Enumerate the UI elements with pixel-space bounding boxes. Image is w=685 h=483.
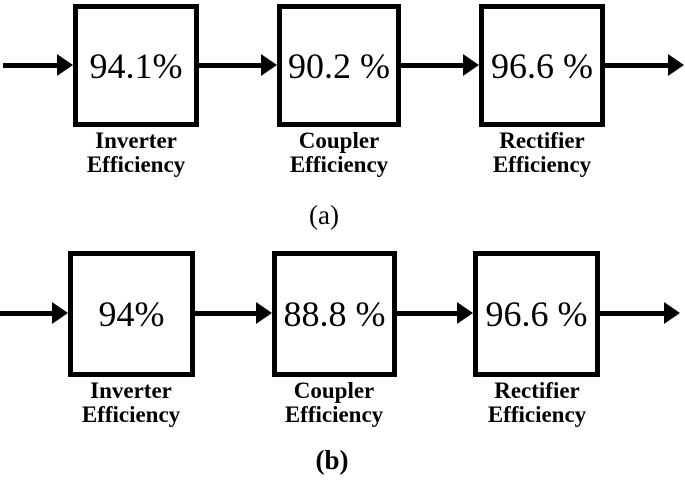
arrow-shaft (600, 310, 665, 316)
arrow-shaft (3, 62, 58, 68)
efficiency-value: 94% (98, 294, 165, 334)
block-rectifier-efficiency-b: 96.6 % (473, 251, 600, 377)
block-inverter-efficiency-b: 94% (68, 251, 195, 377)
block-label-rectifier-b: Rectifier Efficiency (487, 378, 587, 428)
efficiency-value: 94.1% (89, 45, 183, 86)
arrow-shaft (401, 62, 464, 68)
flow-arrow-out-a (605, 54, 684, 76)
block-inverter-efficiency-a: 94.1% (73, 4, 199, 127)
flow-arrow-out-b (600, 302, 680, 324)
block-label-inverter-b: Inverter Efficiency (81, 378, 181, 428)
arrow-shaft (195, 310, 257, 316)
arrowhead (52, 302, 68, 324)
arrow-shaft (397, 310, 458, 316)
arrowhead (57, 54, 73, 76)
block-coupler-efficiency-a: 90.2 % (277, 4, 401, 127)
arrowhead (668, 54, 684, 76)
block-rectifier-efficiency-a: 96.6 % (479, 4, 605, 127)
flow-arrow-in-b (0, 302, 68, 324)
flow-arrow-a2 (401, 54, 479, 76)
arrow-shaft (199, 62, 262, 68)
arrowhead (457, 302, 473, 324)
arrow-shaft (605, 62, 669, 68)
arrowhead (256, 302, 272, 324)
efficiency-value: 90.2 % (288, 45, 390, 86)
block-label-rectifier-a: Rectifier Efficiency (492, 128, 592, 178)
arrowhead (664, 302, 680, 324)
flow-arrow-in-a (3, 54, 73, 76)
efficiency-value: 88.8 % (283, 294, 386, 334)
arrow-shaft (0, 310, 53, 316)
efficiency-value: 96.6 % (491, 45, 593, 86)
flow-arrow-b1 (195, 302, 272, 324)
efficiency-value: 96.6 % (485, 294, 588, 334)
block-label-coupler-b: Coupler Efficiency (284, 378, 384, 428)
block-coupler-efficiency-b: 88.8 % (272, 251, 397, 377)
caption-a: (a) (309, 200, 339, 230)
flow-arrow-a1 (199, 54, 277, 76)
arrowhead (463, 54, 479, 76)
block-label-coupler-a: Coupler Efficiency (289, 128, 389, 178)
caption-b: (b) (315, 445, 349, 475)
arrowhead (261, 54, 277, 76)
flow-arrow-b2 (397, 302, 473, 324)
block-label-inverter-a: Inverter Efficiency (86, 128, 186, 178)
